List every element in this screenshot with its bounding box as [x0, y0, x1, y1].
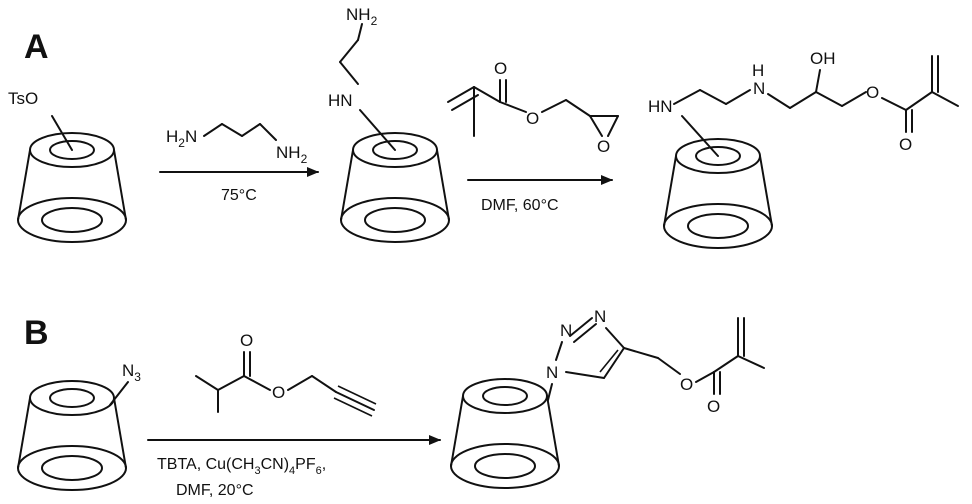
cyclodextrin-icon	[450, 378, 560, 489]
top-amine-subscript: 2	[371, 14, 378, 28]
condition-75c: 75°C	[221, 187, 257, 204]
condition-subscript-4: 4	[289, 465, 295, 477]
aminoethylamino-cyclodextrin: HN NH2	[328, 5, 450, 243]
condition-subscript-6: 6	[316, 465, 322, 477]
cyclodextrin-icon	[17, 380, 127, 491]
terminal-amine-label: NH	[276, 143, 301, 162]
product-b-carbonyl-oxygen-label: O	[707, 397, 720, 416]
top-amine-label: NH	[346, 5, 371, 24]
triazole-cyclodextrin-product: N N N O O	[450, 307, 765, 489]
condition-subscript-3: 3	[254, 465, 260, 477]
azido-cyclodextrin: N3	[17, 361, 141, 491]
tosyl-cyclodextrin: TsO	[8, 89, 127, 243]
tosyloxy-label: TsO	[8, 89, 38, 108]
condition-cn: CN)	[261, 456, 289, 473]
ester-oxygen-label: O	[526, 109, 539, 128]
ethylenediamine-reagent: H2N NH2	[166, 123, 308, 166]
propargyl-ester-reagent: O O	[195, 331, 377, 417]
condition-comma: ,	[322, 456, 326, 473]
svg-text:N3: N3	[122, 361, 141, 384]
condition-dmf-60c: DMF, 60°C	[481, 197, 559, 214]
reagent-ester-oxygen-label: O	[272, 383, 285, 402]
svg-text:NH2: NH2	[276, 143, 308, 166]
azide-label: N	[122, 361, 134, 380]
product-carbonyl-oxygen-label: O	[899, 135, 912, 154]
amine-n-label: N	[185, 127, 197, 146]
product-nh-hydrogen-label: H	[752, 61, 764, 80]
product-n-label: N	[753, 79, 765, 98]
panel-label-b: B	[24, 314, 49, 352]
panel-label-a: A	[24, 28, 49, 66]
svg-text:NH2: NH2	[346, 5, 378, 28]
methacrylate-cyclodextrin-product: HN N H OH O O	[648, 49, 959, 249]
product-b-ester-oxygen-label: O	[680, 375, 693, 394]
amine-h-subscript: 2	[178, 136, 185, 150]
azide-subscript: 3	[134, 370, 141, 384]
triazole-n-label: N	[560, 321, 572, 340]
condition-pf: PF	[295, 456, 316, 473]
carbonyl-oxygen-label: O	[494, 59, 507, 78]
epoxide-oxygen-label: O	[597, 137, 610, 156]
hydroxyl-label: OH	[810, 49, 836, 68]
svg-text:TBTA, Cu(CH3CN)4PF6,: TBTA, Cu(CH3CN)4PF6,	[157, 456, 326, 477]
amine-h-label: H	[166, 127, 178, 146]
condition-catalyst: TBTA, Cu(CH	[157, 456, 254, 473]
reagent-carbonyl-oxygen-label: O	[240, 331, 253, 350]
condition-dmf-20c: DMF, 20°C	[176, 482, 254, 499]
linker-hn-label: HN	[328, 91, 353, 110]
triazole-n-top-label: N	[594, 307, 606, 326]
triazole-n1-label: N	[546, 363, 558, 382]
terminal-amine-subscript: 2	[301, 152, 308, 166]
product-hn-label: HN	[648, 97, 673, 116]
product-ester-oxygen-label: O	[866, 83, 879, 102]
svg-text:H2N: H2N	[166, 127, 197, 150]
glycidyl-methacrylate-reagent: O O O	[447, 59, 619, 156]
